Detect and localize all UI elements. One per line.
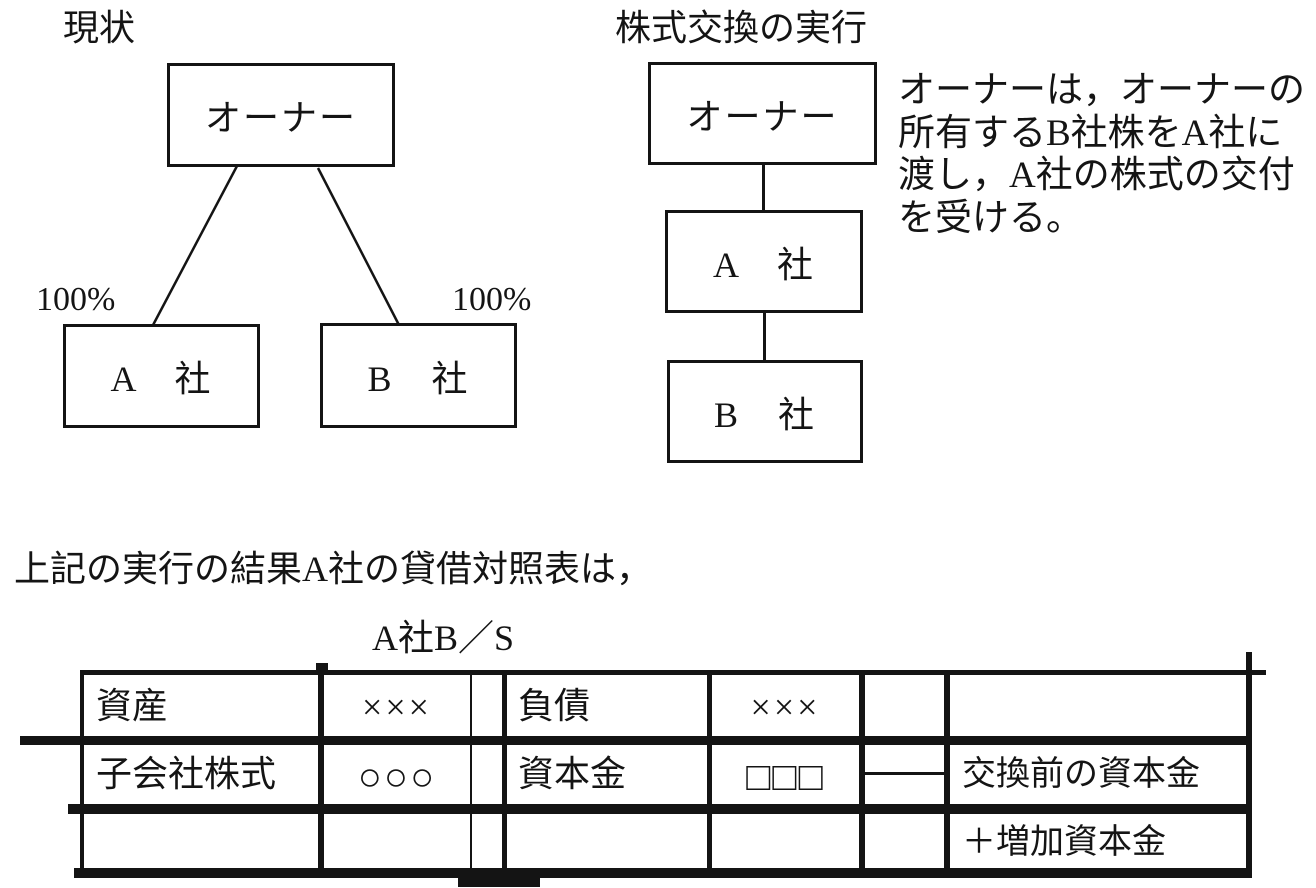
liabilities-amount: ××× bbox=[750, 687, 821, 727]
exchange-description: オーナーは，オーナーの 所有するB社株をA社に 渡し，A社の株式の交付 を受ける… bbox=[898, 70, 1305, 240]
divider-top-tick bbox=[316, 663, 328, 671]
subsidiary-shares-label: 子会社株式 bbox=[96, 754, 277, 794]
right-company-b-label: B 社 bbox=[713, 394, 816, 435]
left-diagram-title: 現状 bbox=[63, 8, 136, 48]
description-line-4: を受ける。 bbox=[898, 197, 1083, 239]
table-row-divider-2 bbox=[68, 804, 1252, 814]
left-company-a-box: A 社 bbox=[63, 324, 260, 428]
table-row-divider-1 bbox=[20, 736, 1252, 745]
right-company-a-label: A 社 bbox=[712, 244, 815, 285]
a-to-b-connector bbox=[763, 312, 766, 362]
ownership-a-label: 100% bbox=[36, 281, 116, 318]
owner-to-a-line bbox=[150, 165, 239, 328]
ownership-b-label: 100% bbox=[452, 281, 532, 318]
right-company-a-box: A 社 bbox=[665, 210, 863, 313]
table-title: A社B／S bbox=[372, 618, 515, 658]
right-diagram-title: 株式交換の実行 bbox=[615, 8, 868, 48]
assets-amount: ××× bbox=[362, 687, 432, 727]
capital-amount: □□□ bbox=[746, 754, 825, 799]
table-right-border bbox=[1246, 652, 1252, 878]
right-owner-box: オーナー bbox=[648, 62, 877, 165]
owner-to-a-connector bbox=[762, 164, 765, 212]
ownership-lines bbox=[150, 165, 402, 328]
liabilities-amount-divider bbox=[707, 670, 712, 878]
table-bottom-thick-segment bbox=[458, 870, 540, 887]
result-intro-text: 上記の実行の結果A社の貸借対照表は， bbox=[14, 549, 652, 589]
annotation-pre-exchange-capital: 交換前の資本金 bbox=[962, 756, 1200, 793]
left-half-right-border-thin bbox=[470, 671, 472, 878]
capital-leader-line bbox=[861, 772, 947, 775]
description-line-2: 所有するB社株をA社に bbox=[898, 112, 1283, 154]
right-company-b-box: B 社 bbox=[667, 360, 863, 463]
owner-to-b-line bbox=[316, 167, 402, 328]
subsidiary-shares-amount: ○○○ bbox=[357, 754, 437, 799]
assets-label: 資産 bbox=[96, 686, 169, 726]
annotation-added-capital: ＋増加資本金 bbox=[962, 824, 1166, 861]
table-bottom-border bbox=[74, 868, 1252, 878]
table-top-border bbox=[80, 670, 1266, 675]
liabilities-left-border bbox=[502, 670, 507, 878]
assets-amount-divider bbox=[318, 670, 324, 878]
liabilities-label: 負債 bbox=[518, 686, 591, 726]
description-line-1: オーナーは，オーナーの bbox=[898, 70, 1305, 111]
left-company-a-label: A 社 bbox=[110, 359, 213, 399]
right-owner-label: オーナー bbox=[686, 96, 839, 137]
table-left-border bbox=[80, 670, 84, 878]
capital-label: 資本金 bbox=[518, 754, 627, 794]
left-company-b-label: B 社 bbox=[367, 358, 470, 399]
left-company-b-box: B 社 bbox=[320, 323, 517, 428]
left-owner-box: オーナー bbox=[167, 63, 395, 167]
left-owner-label: オーナー bbox=[204, 98, 357, 138]
description-line-3: 渡し，A社の株式の交付 bbox=[898, 155, 1295, 197]
annotation-left-border bbox=[944, 670, 950, 878]
